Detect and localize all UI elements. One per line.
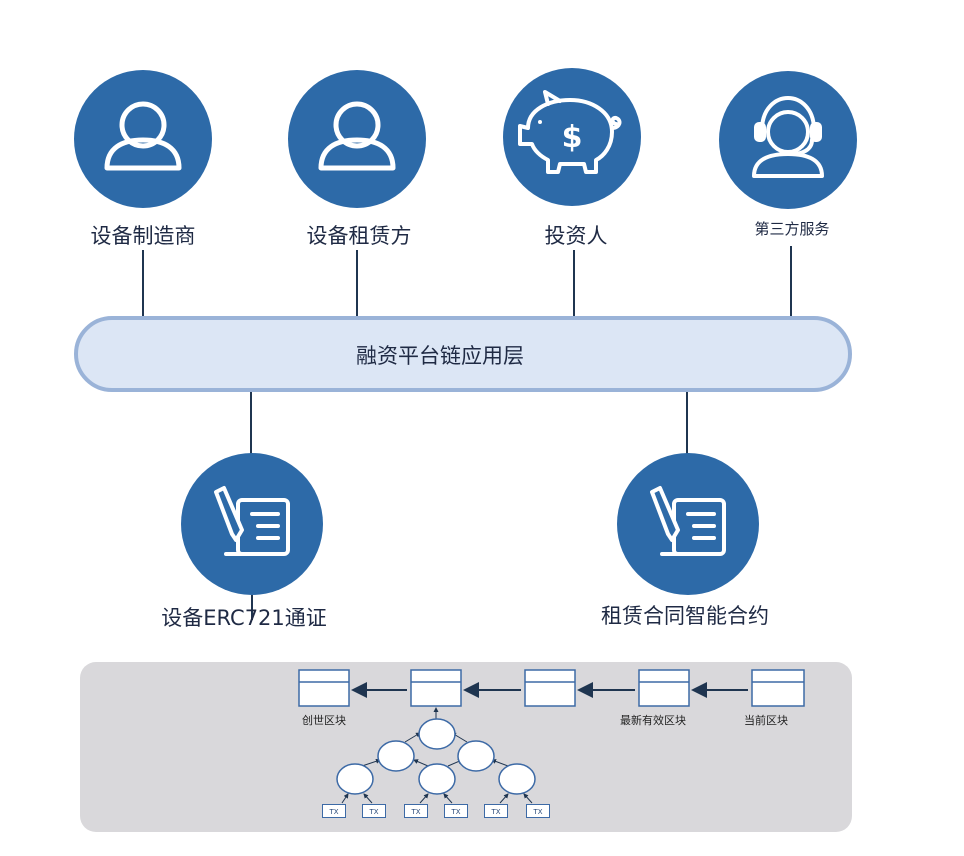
latest-valid-block-label: 最新有效区块 [620, 714, 686, 727]
tx-leaf: TX [526, 804, 550, 818]
platform-label: 融资平台链应用层 [356, 344, 524, 368]
contract-circle [181, 453, 323, 595]
contract-pen-icon [214, 486, 290, 556]
block [410, 669, 462, 707]
merkle-node [418, 763, 456, 795]
block [751, 669, 805, 707]
current-block-label: 当前区块 [744, 714, 788, 727]
participant-label-lessee: 设备租赁方 [306, 224, 412, 248]
block [524, 669, 576, 707]
participant-circle [503, 68, 641, 206]
genesis-block-label: 创世区块 [302, 714, 346, 727]
user-icon [318, 101, 396, 171]
merkle-node [377, 740, 415, 772]
tx-leaf: TX [484, 804, 508, 818]
platform-bar [74, 316, 852, 392]
merkle-tree [336, 707, 536, 804]
block [298, 669, 350, 707]
tx-leaf: TX [322, 804, 346, 818]
contract-label-token: 设备ERC721通证 [161, 606, 327, 630]
merkle-node [498, 763, 536, 795]
merkle-node [457, 740, 495, 772]
participant-label-manufacturer: 设备制造商 [90, 224, 196, 248]
tx-leaf: TX [444, 804, 468, 818]
user-icon [104, 101, 182, 171]
contract-pen-icon [650, 486, 726, 556]
tx-leaf: TX [362, 804, 386, 818]
headset-icon [752, 96, 824, 178]
svg-text:$: $ [562, 120, 583, 155]
contract-label-lease: 租赁合同智能合约 [601, 604, 769, 628]
piggy-bank-icon: $ [518, 90, 622, 174]
participant-label-investor: 投资人 [544, 224, 608, 248]
block [638, 669, 690, 707]
merkle-node [336, 763, 374, 795]
participant-label-third-party: 第三方服务 [754, 220, 830, 238]
merkle-node [418, 718, 456, 750]
tx-leaf: TX [404, 804, 428, 818]
contract-circle [617, 453, 759, 595]
